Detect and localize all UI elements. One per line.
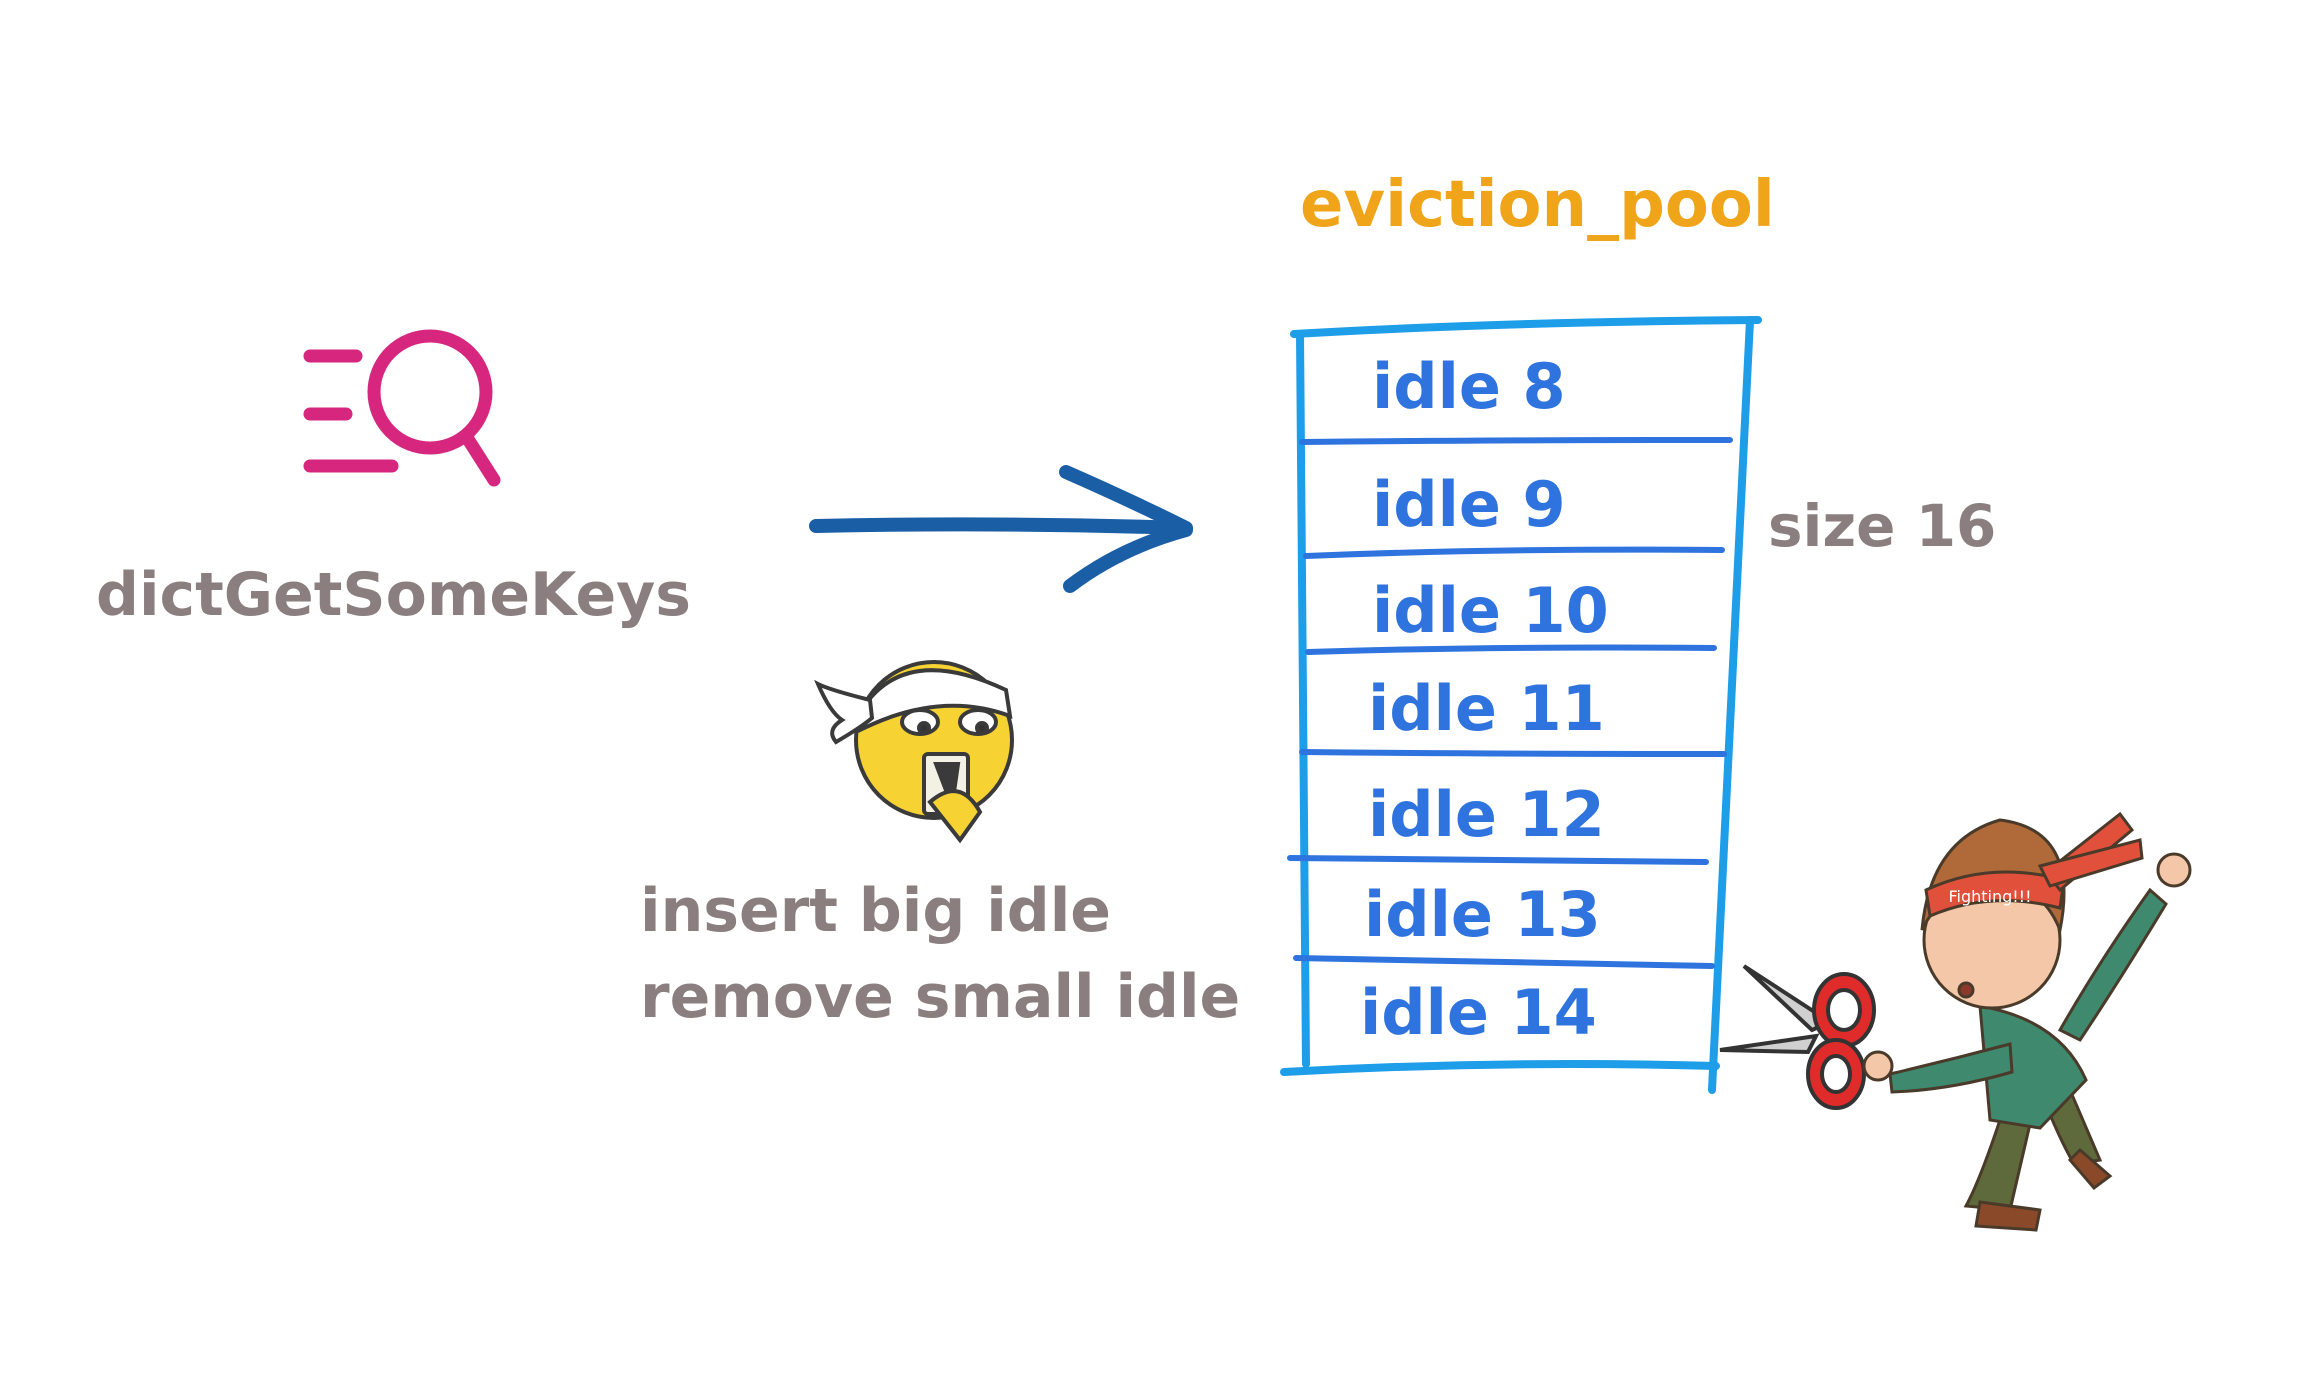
pool-slot-label: idle 14 — [1360, 976, 1597, 1049]
function-label: dictGetSomeKeys — [96, 560, 691, 630]
pool-slot-label: idle 8 — [1372, 350, 1566, 423]
note-line-1: insert big idle — [640, 876, 1111, 946]
pool-slot-label: idle 9 — [1372, 468, 1566, 541]
pool-title: eviction_pool — [1300, 168, 1775, 242]
headband-text: Fighting!!! — [1948, 887, 2031, 906]
pool-slot-label: idle 12 — [1368, 778, 1605, 851]
size-label: size 16 — [1768, 492, 1997, 560]
note-line-2: remove small idle — [640, 962, 1241, 1032]
pool-slot-label: idle 10 — [1372, 574, 1609, 647]
pool-slot-label: idle 11 — [1368, 672, 1605, 745]
pool-slot-label: idle 13 — [1364, 878, 1601, 951]
